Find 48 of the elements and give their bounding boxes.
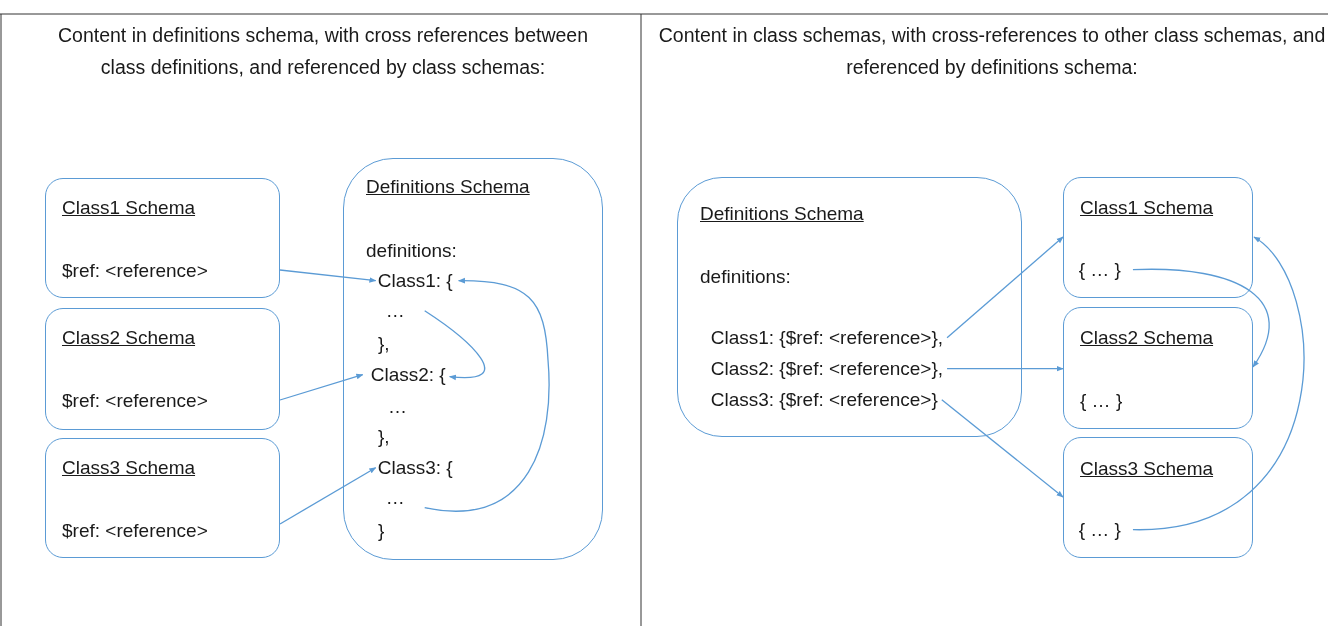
schema-title: Class2 Schema [62,326,196,350]
panel-heading: Content in definitions schema, with cross references between class definitions, and referenced by class schemas: [57,23,589,80]
code-line: Class3: {$ref: <reference>} [710,387,938,412]
schema-title: Definitions Schema [700,202,864,226]
code-line: }, [378,425,390,449]
code-line: }, [378,332,390,356]
code-line: Class1: { [377,268,453,293]
schema-title: Class3 Schema [62,456,196,480]
schema-box [1063,307,1253,429]
code-line: } [378,519,385,543]
code-line: … [385,485,405,510]
schema-title: Class1 Schema [62,196,196,220]
code-line: { … } [1080,389,1123,413]
schema-box [1063,437,1253,558]
schema-box [45,308,280,430]
schema-box [45,178,280,298]
schema-box [677,177,1022,437]
arrow [279,373,364,401]
code-line: { … } [1078,257,1121,282]
code-line: $ref: <reference> [62,519,208,543]
code-line: Class2: { [370,362,446,387]
panel-heading: Content in class schemas, with cross-references to other class schemas, and referenced by definitions schema: [657,23,1327,80]
code-line: … [388,395,407,419]
schema-title: Class1 Schema [1080,196,1214,220]
code-line: … [385,298,405,323]
arrow [424,310,486,380]
schema-title: Class2 Schema [1080,326,1214,350]
arrow [946,365,1064,372]
code-line: { … } [1078,517,1121,542]
code-line: $ref: <reference> [62,259,208,283]
arrow [1132,236,1305,531]
arrow [279,269,377,283]
schema-box [45,438,280,558]
code-line: Class2: {$ref: <reference>}, [710,356,944,381]
schema-title: Class3 Schema [1080,457,1214,481]
code-line: definitions: [700,265,791,289]
code-line: Class1: {$ref: <reference>}, [710,325,944,350]
arrow [424,278,550,512]
arrow [279,467,377,525]
arrow [946,236,1064,339]
arrow [1132,268,1270,368]
schema-title: Definitions Schema [366,175,530,199]
schema-box [343,158,603,560]
code-line: Class3: { [377,455,453,480]
code-line: $ref: <reference> [62,389,208,413]
code-line: definitions: [366,239,457,263]
schema-box [1063,177,1253,298]
arrow [941,399,1064,498]
